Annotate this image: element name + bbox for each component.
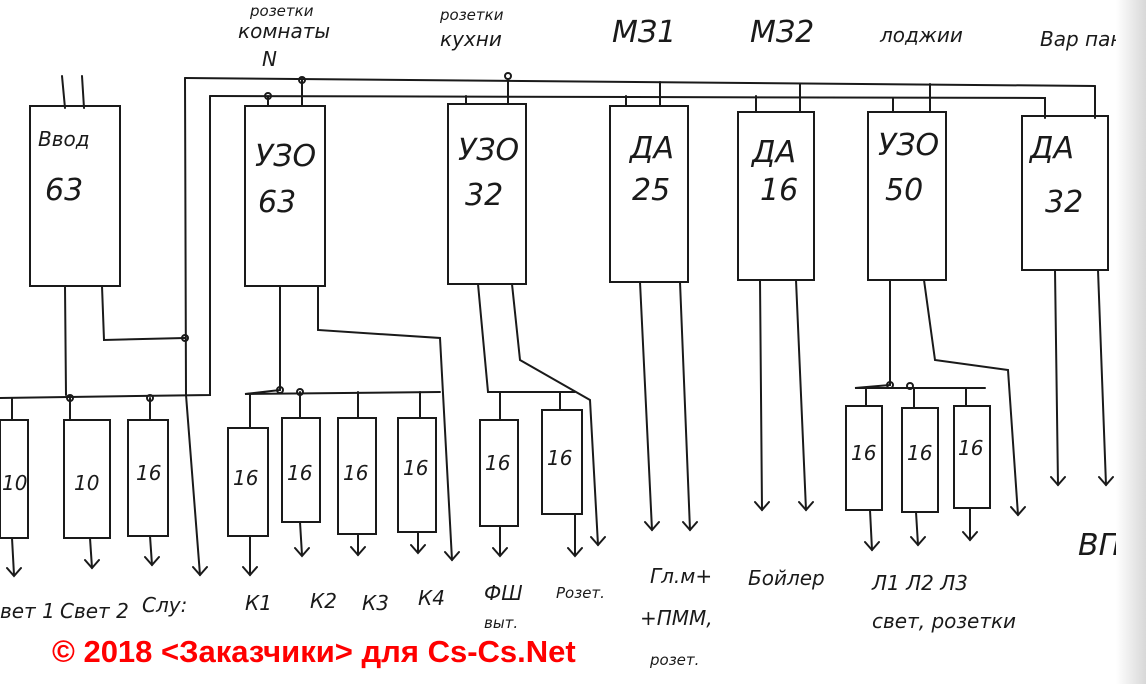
rooms-outputs xyxy=(244,285,453,561)
phase-bus xyxy=(209,95,1046,119)
label-mz2: МЗ2 xyxy=(750,15,814,50)
breaker-rating: 32 xyxy=(465,178,503,213)
breaker-type: ДА xyxy=(628,131,674,166)
sub-breaker xyxy=(541,409,583,515)
input-outputs xyxy=(64,285,186,396)
breaker-rating: 50 xyxy=(885,173,923,208)
feed-wires xyxy=(267,79,931,113)
label-vp: ВП xyxy=(1078,528,1121,563)
sub-breaker xyxy=(845,405,883,511)
label-k2: К2 xyxy=(310,589,337,613)
breaker-rating: 25 xyxy=(632,173,670,208)
label-mz1: МЗ1 xyxy=(612,15,676,50)
breaker-rating: 32 xyxy=(1045,185,1083,220)
sub-breaker-rating: 10 xyxy=(2,471,27,495)
label-rozet: Розет. xyxy=(556,584,605,602)
sub-breaker-rating: 16 xyxy=(485,451,510,475)
breaker-type: УЗО xyxy=(458,133,519,168)
label-rooms-2: комнаты xyxy=(238,19,330,43)
breaker-type: УЗО xyxy=(255,139,316,174)
page-edge-shadow xyxy=(1116,0,1146,684)
breaker-rating: 16 xyxy=(760,173,798,208)
neutral-bus xyxy=(184,77,1096,87)
sub-breaker-rating: 16 xyxy=(403,456,428,480)
label-loggias: лоджии xyxy=(879,23,963,47)
label-k1: К1 xyxy=(245,591,272,615)
arrow-icons xyxy=(6,476,1114,578)
breaker-mz2 xyxy=(737,111,815,281)
breaker-input xyxy=(29,105,121,287)
kitchen-outputs xyxy=(477,283,599,546)
sub-breaker-rating: 16 xyxy=(547,446,572,470)
mz1-outputs xyxy=(639,281,691,531)
var-pan-outputs xyxy=(1054,269,1107,486)
label-fsh: ФШ xyxy=(484,581,523,605)
label-kitchen-1: розетки xyxy=(439,6,504,24)
sub-breaker-rating: 16 xyxy=(233,466,258,490)
label-glm-1: Гл.м+ xyxy=(650,564,712,588)
label-slu: Слу: xyxy=(142,593,187,617)
label-var-pan: Вар пан xyxy=(1040,27,1123,51)
loggia-outputs xyxy=(854,279,1019,516)
label-neutral: N xyxy=(262,47,277,71)
breaker-rcd-rooms xyxy=(244,105,326,287)
label-glm-2: +ПММ, xyxy=(640,606,713,630)
sub-breaker xyxy=(901,407,939,513)
sub-breaker xyxy=(227,427,269,537)
label-k3: К3 xyxy=(362,591,389,615)
breaker-rcd-kitchen xyxy=(447,103,527,285)
sub-breaker xyxy=(127,419,169,537)
label-glm-3: розет. xyxy=(649,651,699,669)
breaker-rating: 63 xyxy=(45,173,83,208)
sub-breaker-rating: 16 xyxy=(851,441,876,465)
breaker-type: УЗО xyxy=(878,128,939,163)
label-l123: Л1 Л2 Л3 xyxy=(871,571,968,595)
sub-feed-wires xyxy=(11,387,967,429)
breaker-type: Ввод xyxy=(38,127,90,151)
sub-breakers: 10 10 16 16 16 16 16 16 16 16 16 16 xyxy=(0,405,991,539)
label-boiler: Бойлер xyxy=(748,566,825,590)
sub-breaker-rating: 16 xyxy=(287,461,312,485)
neutral-drop-left xyxy=(184,77,187,396)
watermark: © 2018 <Заказчики> для Cs-Cs.Net xyxy=(52,634,576,669)
label-svet1: Свет 1 xyxy=(0,599,55,623)
breaker-var-pan xyxy=(1021,115,1109,271)
sub-breaker-rating: 16 xyxy=(343,461,368,485)
sub-breaker xyxy=(953,405,991,509)
output-wires xyxy=(11,394,971,576)
breaker-type: ДА xyxy=(1028,131,1074,166)
label-svet-rozetki: свет, розетки xyxy=(872,609,1016,633)
label-svet2: Свет 2 xyxy=(60,599,129,623)
label-k4: К4 xyxy=(418,586,445,610)
label-fsh-2: выт. xyxy=(484,614,518,632)
sub-breaker-rating: 16 xyxy=(907,441,932,465)
input-wires xyxy=(61,75,85,109)
breaker-mz1 xyxy=(609,105,689,283)
label-kitchen-2: кухни xyxy=(440,27,502,51)
sub-breaker-rating: 16 xyxy=(958,436,983,460)
sub-breaker-rating: 16 xyxy=(136,461,161,485)
label-rooms-1: розетки xyxy=(249,2,314,20)
sub-breaker xyxy=(0,419,29,539)
breaker-type: ДА xyxy=(750,135,796,170)
breaker-rating: 63 xyxy=(258,185,296,220)
sub-breaker-rating: 10 xyxy=(74,471,99,495)
breaker-rcd-loggias xyxy=(867,111,947,281)
phase-drop-left xyxy=(0,95,211,399)
mz2-outputs xyxy=(759,279,807,511)
sub-breaker xyxy=(63,419,111,539)
junction-dots xyxy=(66,72,914,402)
